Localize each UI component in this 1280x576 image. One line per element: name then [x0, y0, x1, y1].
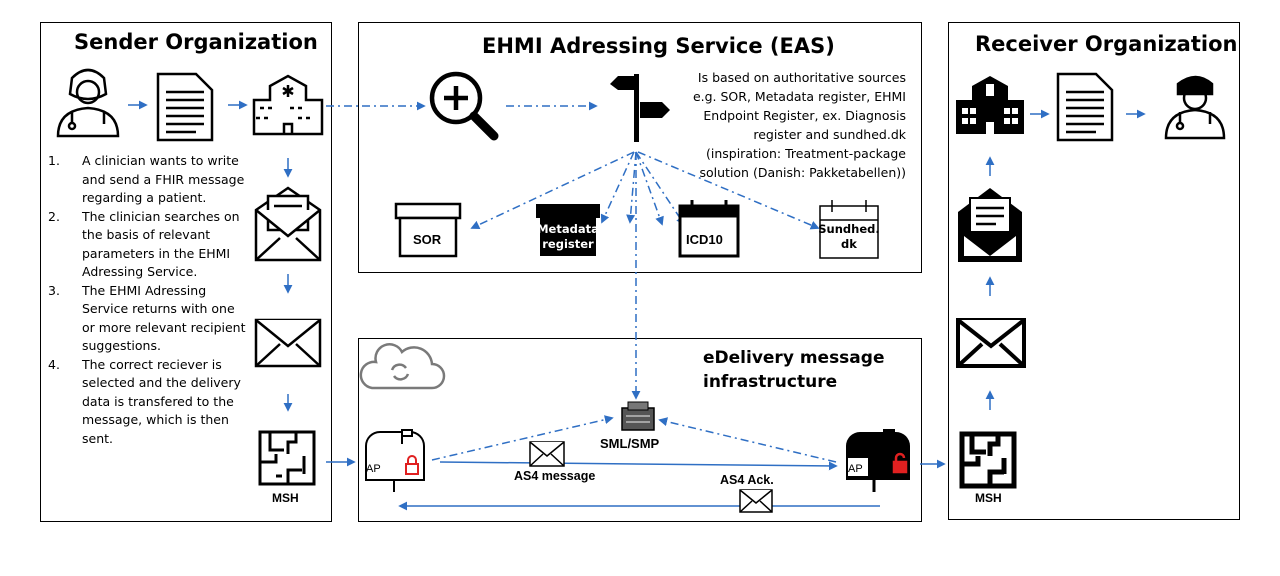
- as4-message-arrow: [439, 461, 838, 471]
- ap-left-label: AP: [366, 463, 381, 475]
- sml-smp-label: SML/SMP: [600, 436, 660, 451]
- clinician-icon: [56, 68, 120, 138]
- sml-smp-server-icon: [621, 401, 655, 431]
- receiver-open-envelope-icon: [958, 188, 1022, 262]
- edelivery-title-line2: infrastructure: [703, 372, 838, 392]
- as4-ack-envelope-icon: [739, 489, 773, 513]
- step-item: 2. The clinician searches on the basis of…: [48, 208, 248, 282]
- receiver-clinician-icon: [1164, 75, 1226, 140]
- sundhed-calendar-icon: [819, 200, 879, 259]
- ap-right-label: AP: [848, 463, 863, 475]
- eas-sources-note: Is based on authoritative sources e.g. S…: [692, 70, 906, 180]
- signpost-to-registers-arrows: [470, 151, 820, 400]
- sender-steps-list: 1. A clinician wants to write and send a …: [48, 152, 248, 448]
- as4-message-label: AS4 message: [514, 469, 595, 483]
- open-envelope-letter-icon: [254, 186, 322, 262]
- eas-title: EHMI Adressing Service (EAS): [482, 34, 835, 58]
- sor-label: SOR: [413, 232, 442, 247]
- signpost-icon: [610, 74, 670, 142]
- search-magnifier-icon: [429, 71, 499, 141]
- ap-right-unlock-icon: [892, 452, 908, 474]
- as4-message-envelope-icon: [529, 441, 565, 467]
- sender-title: Sender Organization: [74, 30, 318, 54]
- hospital-icon: [252, 74, 324, 136]
- envelope-icon: [254, 318, 322, 368]
- receiver-envelope-icon: [956, 318, 1026, 368]
- sundhed-dk-label: Sundhed. dk: [818, 222, 880, 251]
- receiver-title: Receiver Organization: [975, 32, 1238, 56]
- sender-msh-label: MSH: [272, 491, 299, 505]
- step-text: The correct reciever is selected and the…: [82, 356, 241, 446]
- receiver-flow-arrows: [985, 109, 1146, 410]
- receiver-msh-label: MSH: [975, 491, 1002, 505]
- step-number: 3.: [48, 282, 60, 298]
- ap-left-lock-icon: [405, 455, 419, 475]
- step-number: 4.: [48, 356, 60, 372]
- cloud-sync-icon: [359, 343, 446, 390]
- icd-calendar-icon: [678, 200, 740, 258]
- step-text: The EHMI Adressing Service returns with …: [82, 282, 246, 354]
- sor-register-icon: [394, 202, 462, 258]
- receiver-msh-maze-icon: [959, 431, 1017, 489]
- receiver-document-icon: [1056, 72, 1114, 142]
- ap-left-mailbox-icon: [365, 429, 425, 492]
- edelivery-title-line1: eDelivery message: [703, 348, 885, 368]
- icd10-label: ICD10: [686, 232, 723, 247]
- as4-ack-label: AS4 Ack.: [720, 473, 774, 487]
- step-text: A clinician wants to write and send a FH…: [82, 153, 245, 205]
- msh-maze-icon: [258, 430, 316, 486]
- step-number: 2.: [48, 208, 60, 224]
- step-number: 1.: [48, 153, 60, 168]
- document-icon: [156, 72, 214, 142]
- metadata-register-label: Metadata register: [537, 222, 599, 251]
- sender-flow-arrows: [128, 100, 356, 467]
- step-item: 1. A clinician wants to write and send a …: [48, 152, 248, 208]
- step-item: 4. The correct reciever is selected and t…: [48, 356, 248, 449]
- receiver-hospital-icon: [956, 76, 1024, 134]
- step-text: The clinician searches on the basis of r…: [82, 208, 240, 280]
- metadata-register-icon: [536, 204, 600, 256]
- ap-to-sml-arrows: [431, 415, 837, 463]
- step-item: 3. The EHMI Adressing Service returns wit…: [48, 282, 248, 356]
